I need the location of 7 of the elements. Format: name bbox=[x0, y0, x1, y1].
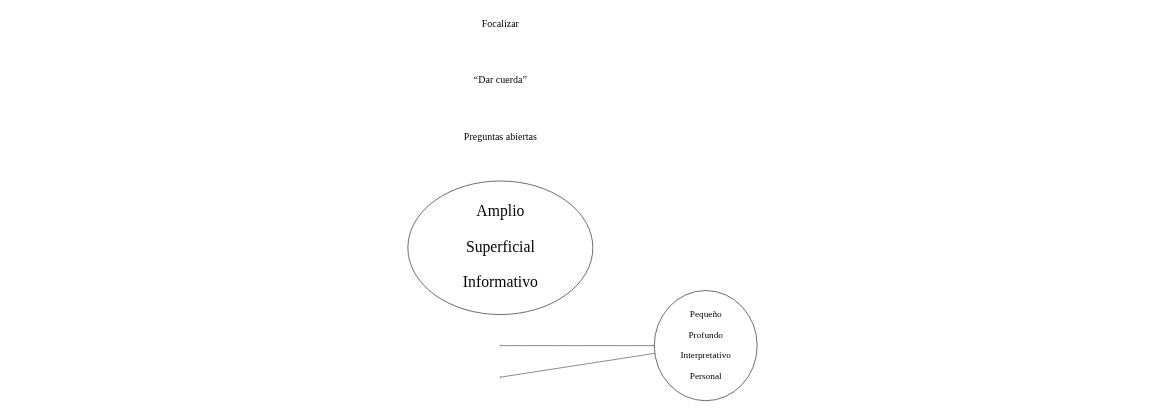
label: Focalizar bbox=[481, 17, 519, 29]
label: “Dar cuerda” bbox=[473, 74, 527, 86]
node-circle: Pequeño Profundo Interpretativo Personal bbox=[653, 290, 757, 401]
connector bbox=[500, 353, 655, 378]
label: Preguntas abiertas bbox=[463, 130, 537, 142]
node-ellipse: Amplio Superficial Informativo bbox=[407, 180, 593, 315]
connector bbox=[500, 345, 654, 346]
